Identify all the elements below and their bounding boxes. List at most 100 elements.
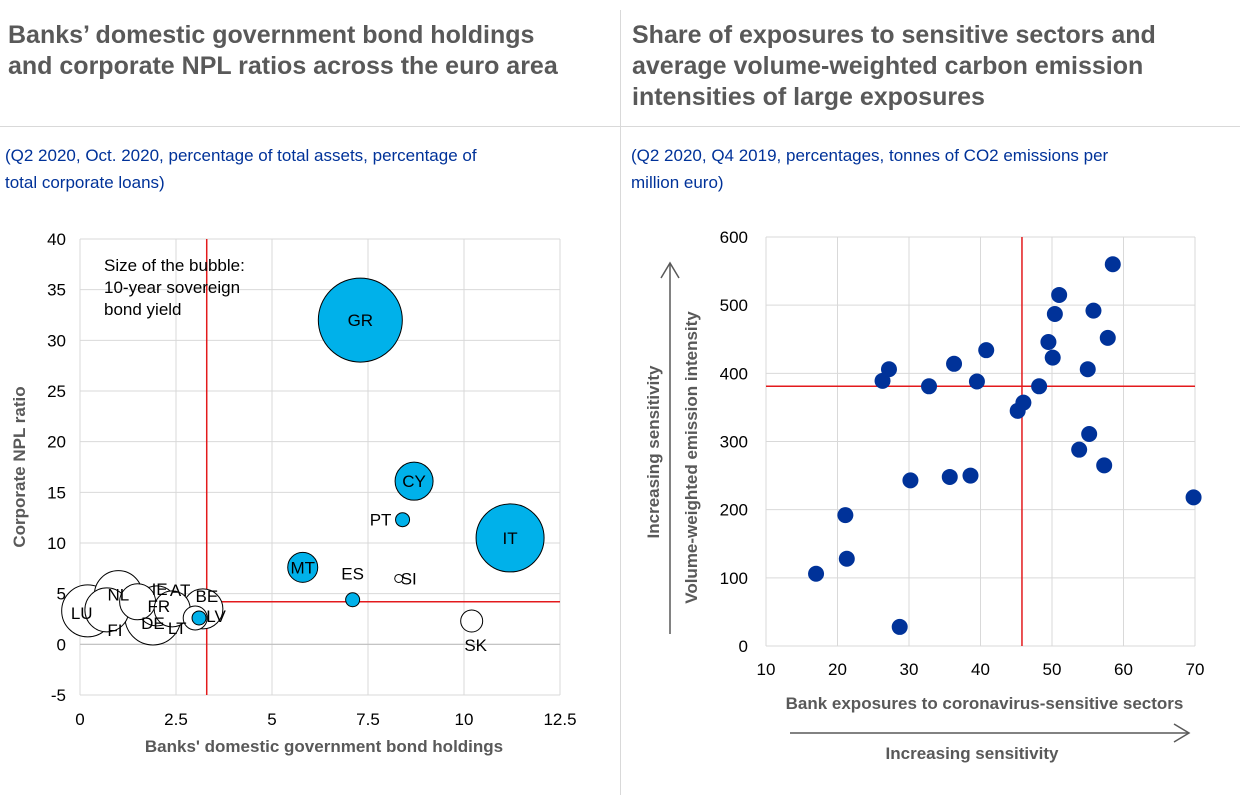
right-x-axis-title: Bank exposures to coronavirus-sensitive … [786,694,1184,713]
scatter-point [1040,333,1057,350]
left-xtick-label: 0 [75,710,84,729]
bubble-label-es: ES [341,565,364,584]
left-ytick-label: 40 [47,230,66,249]
bubble-label-ie: IE [152,580,168,599]
bubble-mt [287,551,319,583]
bubble-label-lv: LV [206,607,226,626]
right-panel-subtitle: (Q2 2020, Q4 2019, percentages, tonnes o… [631,142,1231,196]
left-ytick-label: 30 [47,331,66,350]
right-subtitle-line-2: million euro) [631,173,724,192]
scatter-point [1079,361,1096,378]
bubble-si [394,573,404,583]
scatter-point [941,468,958,485]
right-title-line-1: Share of exposures to sensitive sectors … [632,21,1156,49]
bubble-label-fr: FR [147,597,170,616]
right-xtick-label: 40 [971,660,990,679]
scatter-point [1015,394,1032,411]
right-panel-title: Share of exposures to sensitive sectors … [632,20,1232,113]
scatter-point [1044,349,1061,366]
left-ytick-label: 25 [47,382,66,401]
right-x-arrow-label: Increasing sensitivity [886,744,1059,763]
right-xtick-label: 60 [1114,660,1133,679]
bubble-label-pt: PT [370,511,392,530]
left-annotation-line: bond yield [104,300,182,319]
bubble-label-be: BE [196,587,219,606]
scatter-point [978,342,995,359]
bubble-label-at: AT [170,581,190,600]
left-ytick-label: 5 [57,585,66,604]
bubble-cy [394,461,434,501]
bubble-label-sk: SK [464,636,487,655]
bubble-label-lt: LT [168,619,187,638]
left-annotation-line: 10-year sovereign [104,278,240,297]
right-title-line-2: average volume-weighted carbon emission [632,52,1144,80]
scatter-point [1099,329,1116,346]
right-xtick-label: 70 [1186,660,1205,679]
right-ytick-label: 600 [720,228,748,247]
left-title-divider [0,126,620,127]
bubble-label-mt: MT [290,558,315,577]
left-ytick-label: 35 [47,281,66,300]
right-xtick-label: 30 [900,660,919,679]
left-ytick-label: 0 [57,635,66,654]
right-xtick-label: 20 [828,660,847,679]
right-title-line-3: intensities of large exposures [632,83,985,111]
scatter-point [1185,489,1202,506]
scatter-point [1031,378,1048,395]
right-x-arrow-head [1173,723,1191,743]
left-title-line-2: and corporate NPL ratios across the euro… [8,52,558,80]
right-y-arrow-label: Increasing sensitivity [644,365,663,538]
bubble-es [345,592,361,608]
right-title-divider [621,126,1240,127]
left-subtitle-line-2: total corporate loans) [5,173,165,192]
left-title-line-1: Banks’ domestic government bond holdings [8,21,535,49]
left-annotation-line: Size of the bubble: [104,256,245,275]
bubble-sk [460,609,484,633]
left-ytick-label: 20 [47,433,66,452]
left-ytick-label: 10 [47,534,66,553]
scatter-point [1085,302,1102,319]
left-xtick-label: 5 [267,710,276,729]
bubble-label-gr: GR [348,311,374,330]
right-y-arrow-head [660,261,680,279]
left-panel-title: Banks’ domestic government bond holdings… [8,20,613,82]
bubble-label-lu: LU [71,604,93,623]
right-y-axis-title: Volume-weighted emission intensity [682,311,701,604]
right-ytick-label: 500 [720,296,748,315]
right-ytick-label: 200 [720,501,748,520]
left-xtick-label: 7.5 [356,710,380,729]
bubble-label-si: SI [401,569,417,588]
bubble-label-de: DE [141,614,165,633]
right-subtitle-line-1: (Q2 2020, Q4 2019, percentages, tonnes o… [631,146,1109,165]
left-xtick-label: 10 [455,710,474,729]
bubble-gr [317,277,403,363]
right-ytick-label: 100 [720,569,748,588]
scatter-point [880,361,897,378]
scatter-point [962,467,979,484]
bubble-label-it: IT [503,529,518,548]
left-ytick-label: 15 [47,483,66,502]
panel-divider [620,10,621,795]
bubble-label-fi: FI [107,621,122,640]
left-subtitle-line-1: (Q2 2020, Oct. 2020, percentage of total… [5,146,477,165]
bubble-lv [191,610,207,626]
left-ytick-label: -5 [51,686,66,705]
left-xtick-label: 12.5 [543,710,576,729]
scatter-point [1046,306,1063,323]
right-ytick-label: 300 [720,433,748,452]
right-xtick-label: 50 [1043,660,1062,679]
scatter-point [921,378,938,395]
bubble-label-cy: CY [402,472,426,491]
right-ytick-label: 0 [739,637,748,656]
right-xtick-label: 10 [757,660,776,679]
scatter-point [946,355,963,372]
scatter-point [1104,256,1121,273]
left-panel-subtitle: (Q2 2020, Oct. 2020, percentage of total… [5,142,610,196]
scatter-point [902,472,919,489]
scatter-point [1071,441,1088,458]
scatter-point [838,550,855,567]
scatter-point [968,373,985,390]
